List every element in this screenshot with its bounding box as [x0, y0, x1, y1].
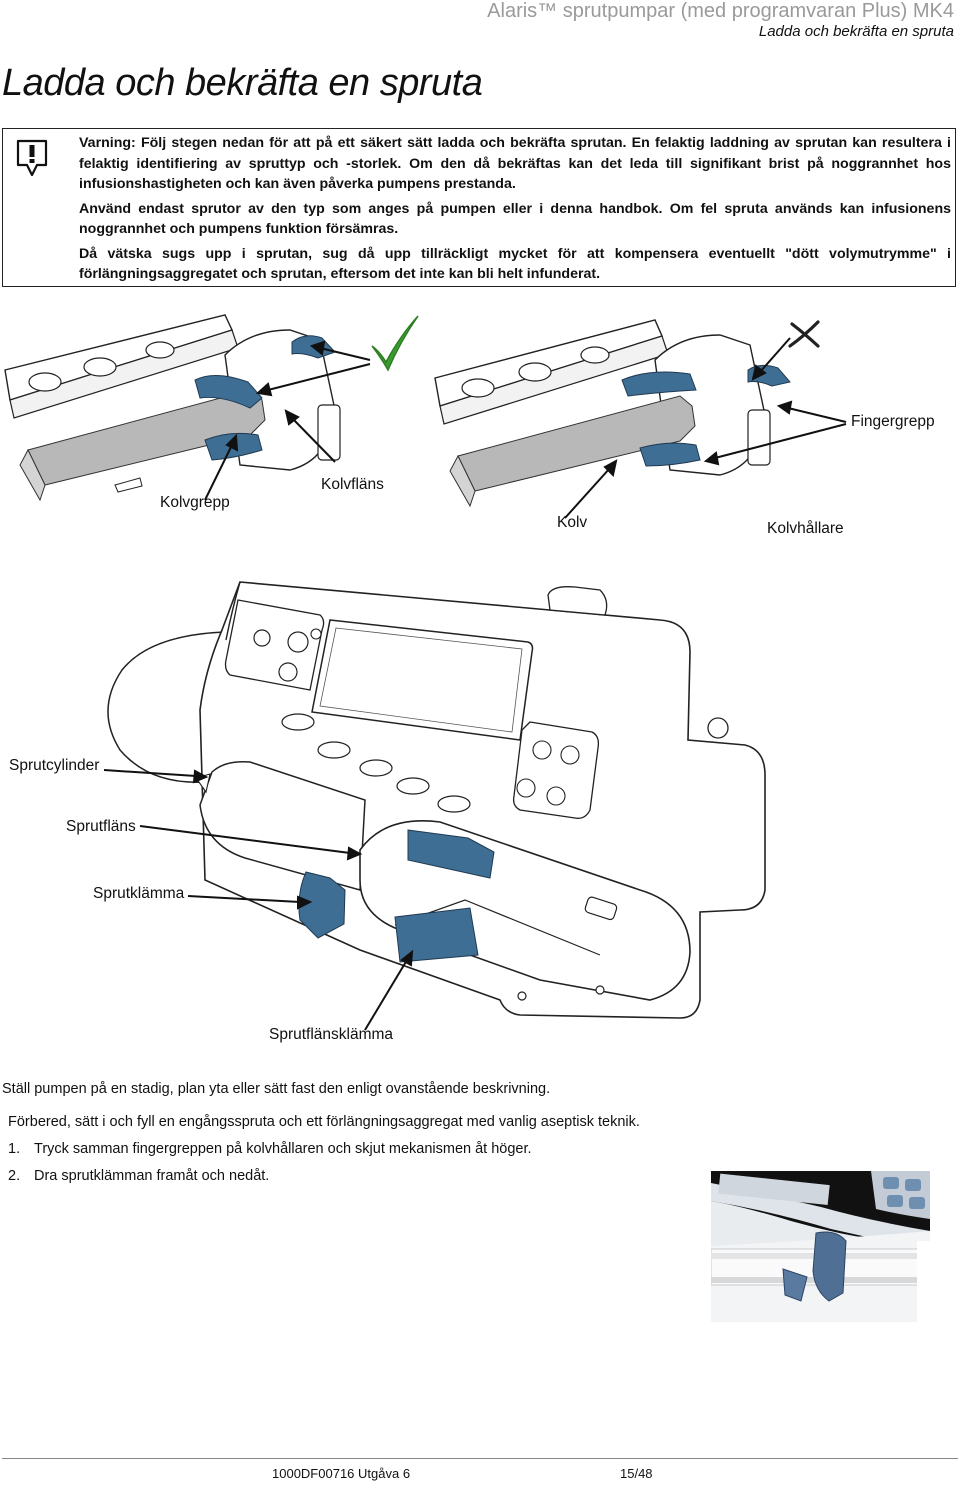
- running-header: Alaris™ sprutpumpar (med programvaran Pl…: [487, 0, 954, 42]
- plunger-incorrect-illustration: [434, 319, 791, 508]
- step-1: 1. Tryck samman fingergreppen på kolvhåll…: [8, 1141, 532, 1157]
- cross-icon: [788, 320, 820, 348]
- header-product: Alaris™ sprutpumpar (med programvaran Pl…: [487, 0, 954, 22]
- label-kolvgrepp: Kolvgrepp: [160, 494, 230, 511]
- intro-text-1: Ställ pumpen på en stadig, plan yta elle…: [2, 1081, 551, 1097]
- syringe-clamp-photo: [711, 1171, 930, 1322]
- footer-doc: 1000DF00716 Utgåva 6: [272, 1466, 411, 1481]
- label-sprutflansklamma: Sprutflänsklämma: [269, 1026, 394, 1043]
- intro-text-2: Förbered, sätt i och fyll en engångsspru…: [8, 1114, 640, 1130]
- label-sprutflans: Sprutfläns: [66, 818, 136, 835]
- step-2: 2. Dra sprutklämman framåt och nedåt.: [8, 1168, 269, 1184]
- checkmark-icon: [371, 315, 419, 372]
- warning-icon: [16, 139, 48, 177]
- plunger-holder-figure: [4, 314, 847, 519]
- label-kolvflans: Kolvfläns: [321, 476, 384, 493]
- pump-syringe-figure: [103, 581, 766, 1031]
- step-text: Tryck samman fingergreppen på kolvhållar…: [34, 1141, 532, 1157]
- warning-paragraph: Varning: Följ stegen nedan för att på et…: [79, 135, 951, 192]
- label-kolv: Kolv: [557, 514, 588, 531]
- footer-divider: [2, 1458, 958, 1459]
- warning-text: Varning: Följ stegen nedan för att på et…: [79, 133, 951, 289]
- label-sprutklamma: Sprutklämma: [93, 885, 185, 902]
- warning-box: Varning: Följ stegen nedan för att på et…: [2, 128, 956, 287]
- label-fingergrepp: Fingergrepp: [851, 413, 935, 430]
- warning-paragraph: Då vätska sugs upp i sprutan, sug då upp…: [79, 245, 951, 283]
- label-sprutcylinder: Sprutcylinder: [9, 757, 100, 774]
- footer-page: 15/48: [620, 1466, 653, 1481]
- label-kolvhallare: Kolvhållare: [767, 520, 844, 537]
- plunger-correct-illustration: [4, 314, 341, 502]
- warning-paragraph: Använd endast sprutor av den typ som ang…: [79, 200, 951, 238]
- step-number: 2.: [8, 1168, 21, 1184]
- step-text: Dra sprutklämman framåt och nedåt.: [34, 1168, 270, 1184]
- step-number: 1.: [8, 1141, 21, 1157]
- header-section: Ladda och bekräfta en spruta: [758, 23, 954, 40]
- page-title: Ladda och bekräfta en spruta: [2, 62, 483, 104]
